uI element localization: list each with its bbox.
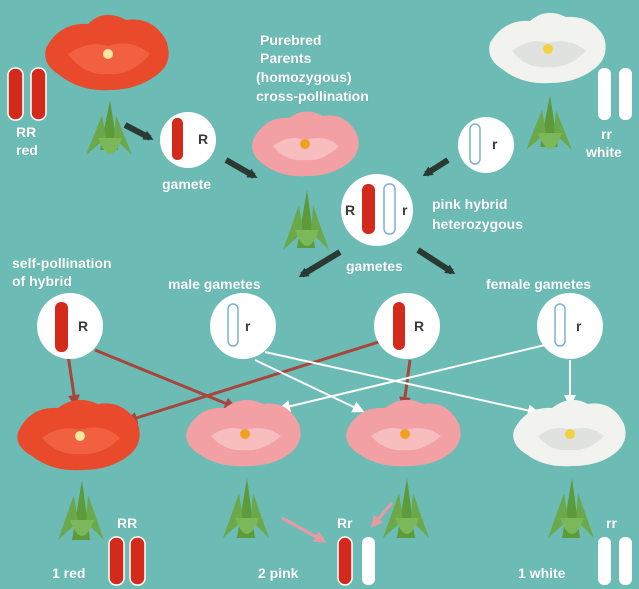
arrow-icon xyxy=(302,252,340,275)
label-male-gametes: male gametes xyxy=(168,276,261,293)
allele-label: r xyxy=(402,202,408,218)
arrow-icon xyxy=(95,350,232,406)
arrow-icon xyxy=(404,360,410,404)
chromosome-pair-bottom-white xyxy=(598,537,632,585)
allele-label: r xyxy=(245,318,251,334)
chromosome-pair-bottom-red xyxy=(109,537,145,585)
allele-label: r xyxy=(576,318,582,334)
label-result-white: 1 white xyxy=(518,565,565,582)
label-result-red: 1 red xyxy=(52,565,85,582)
allele-label: R xyxy=(78,318,88,334)
label-purebred: Purebred xyxy=(260,32,321,49)
female-gamete-R: R xyxy=(374,293,440,359)
label-heterozygous: heterozygous xyxy=(432,216,523,233)
label-bottom-rr: RR xyxy=(117,515,137,532)
gamete-circle-hybrid: R r xyxy=(341,174,413,246)
label-rr-white-genotype: rr xyxy=(601,126,612,143)
chromosome-pair-rr-red xyxy=(8,68,46,120)
male-gamete-r: r xyxy=(210,293,276,359)
cross-arrows xyxy=(68,125,570,540)
allele-label: R xyxy=(414,318,424,334)
label-bottom-rr-lower: rr xyxy=(606,515,617,532)
gamete-circle-R-parent: R xyxy=(160,112,216,168)
allele-label: R xyxy=(198,131,208,147)
label-female-gametes: female gametes xyxy=(486,276,591,293)
label-of-hybrid: of hybrid xyxy=(12,273,72,290)
label-cross-pollination: cross-pollination xyxy=(256,88,369,105)
male-gamete-R: R xyxy=(37,293,103,359)
label-gamete: gamete xyxy=(162,176,211,193)
arrow-icon xyxy=(426,160,448,174)
label-gametes: gametes xyxy=(346,258,403,275)
red-flower-icon xyxy=(45,15,168,155)
arrow-icon xyxy=(125,125,150,138)
arrow-icon xyxy=(282,518,322,540)
arrow-icon xyxy=(226,160,254,176)
pink-flower-icon xyxy=(346,400,460,538)
label-parents: Parents xyxy=(260,50,311,67)
label-rr-red-color: red xyxy=(16,142,38,159)
female-gamete-r: r xyxy=(537,293,603,359)
label-homozygous: (homozygous) xyxy=(256,69,352,86)
chromosome-pair-bottom-mixed xyxy=(338,537,375,585)
label-pink-hybrid: pink hybrid xyxy=(432,196,507,213)
label-rr-white-color: white xyxy=(586,144,622,161)
arrow-icon xyxy=(68,355,75,402)
label-rr-red-genotype: RR xyxy=(16,124,36,141)
allele-label: R xyxy=(345,202,355,218)
pink-flower-icon xyxy=(252,111,359,250)
allele-label: r xyxy=(492,136,498,152)
arrow-icon xyxy=(418,250,452,272)
gamete-circle-r-parent: r xyxy=(458,117,514,173)
label-bottom-rr-mixed: Rr xyxy=(337,515,353,532)
label-result-pink: 2 pink xyxy=(258,565,298,582)
chromosome-pair-rr-white xyxy=(598,68,632,120)
label-self-pollination: self-pollination xyxy=(12,255,112,272)
